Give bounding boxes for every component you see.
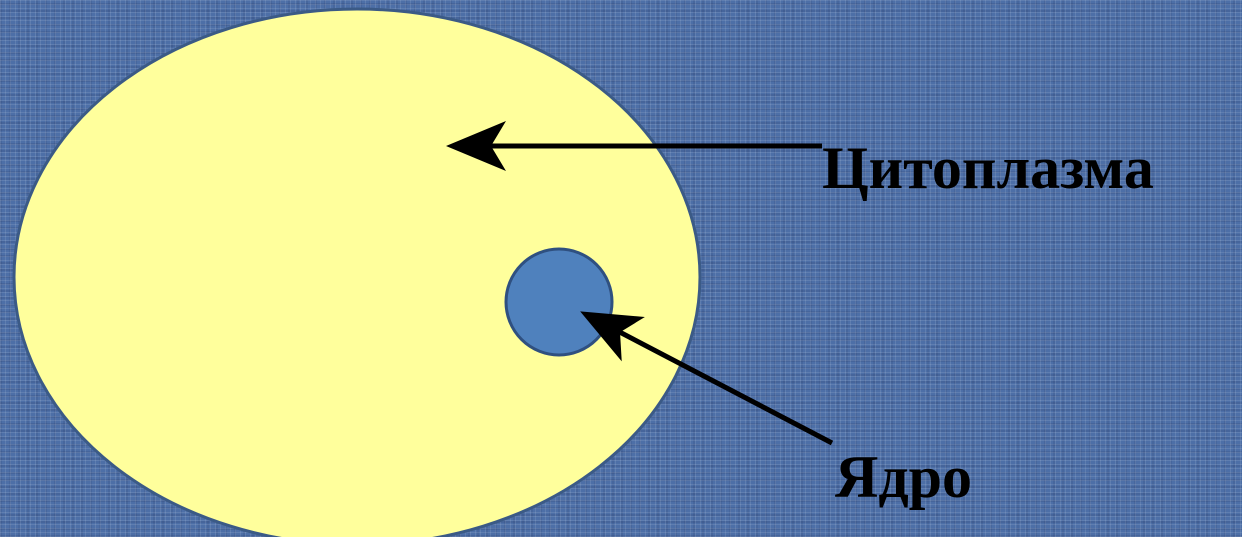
nucleus-label: Ядро — [835, 444, 972, 510]
cell-nucleus-shape — [506, 249, 612, 355]
cytoplasm-label: Цитоплазма — [822, 135, 1154, 201]
